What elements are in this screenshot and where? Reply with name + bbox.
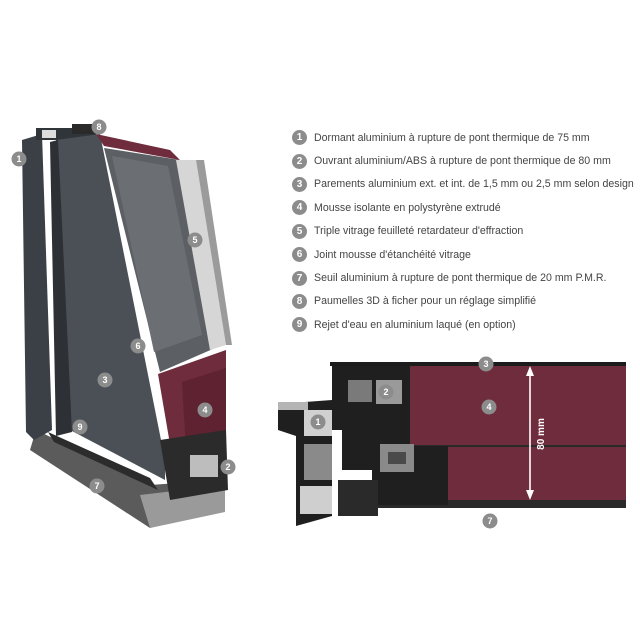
callout-badge	[130, 338, 146, 354]
callout-number: 3	[483, 359, 488, 369]
top-foam	[96, 134, 180, 160]
legend: 1 Dormant aluminium à rupture de pont th…	[292, 126, 634, 337]
legend-item: 8 Paumelles 3D à ficher pour un réglage …	[292, 290, 632, 313]
frame-foot	[338, 480, 378, 516]
callout-number: 2	[383, 387, 388, 397]
frame-lip	[278, 402, 308, 410]
frame-top-highlight	[42, 130, 56, 138]
legend-text: Rejet d'eau en aluminium laqué (en optio…	[314, 318, 516, 331]
hinge	[72, 124, 98, 134]
legend-badge: 6	[292, 247, 307, 263]
callout-badge	[478, 356, 494, 372]
callout-number: 2	[225, 462, 230, 472]
section-bottom-skin	[370, 500, 626, 508]
legend-text: Parements aluminium ext. et int. de 1,5 …	[314, 178, 634, 191]
leaf-edge	[50, 140, 72, 436]
callout-badges: 8 1 5 6 3 4 9 2 7 3 2 4 1 7	[11, 119, 498, 529]
callout-number: 9	[77, 422, 82, 432]
legend-text: Dormant aluminium à rupture de pont ther…	[314, 131, 590, 144]
callout-badge	[11, 151, 27, 167]
section-foam-bottom	[448, 446, 626, 500]
legend-text: Seuil aluminium à rupture de pont thermi…	[314, 272, 607, 285]
profile-chamber-4	[388, 452, 406, 464]
profile-chamber-1	[348, 380, 372, 402]
legend-text: Triple vitrage feuilleté retardateur d'e…	[314, 225, 524, 238]
callout-number: 5	[192, 235, 197, 245]
callout-badge	[187, 232, 203, 248]
callout-badge	[91, 119, 107, 135]
callout-number: 8	[96, 122, 101, 132]
frame-chamber-3	[300, 486, 332, 514]
dimension-arrow-top	[526, 366, 534, 376]
callout-badge	[89, 478, 105, 494]
callout-badge	[72, 419, 88, 435]
legend-badge: 3	[292, 176, 307, 192]
legend-text: Mousse isolante en polystyrène extrudé	[314, 201, 501, 214]
cross-section: 80 mm	[278, 362, 626, 526]
callout-badge	[481, 399, 497, 415]
callout-number: 1	[16, 154, 21, 164]
callout-number: 1	[315, 417, 320, 427]
callout-badge	[220, 459, 236, 475]
dimension-arrow-bottom	[526, 490, 534, 500]
frame-chamber-2	[304, 444, 332, 480]
legend-item: 1 Dormant aluminium à rupture de pont th…	[292, 126, 632, 149]
legend-text: Paumelles 3D à ficher pour un réglage si…	[314, 295, 536, 308]
callout-badge	[197, 402, 213, 418]
dimension-label: 80 mm	[536, 418, 547, 450]
callout-number: 7	[487, 516, 492, 526]
legend-badge: 7	[292, 270, 307, 286]
callout-number: 4	[202, 405, 207, 415]
glazing-edge-2	[196, 160, 232, 345]
legend-item: 4 Mousse isolante en polystyrène extrudé	[292, 196, 632, 219]
callout-badge	[310, 414, 326, 430]
legend-text: Joint mousse d'étanchéité vitrage	[314, 248, 471, 261]
callout-number: 7	[94, 481, 99, 491]
legend-badge: 8	[292, 293, 307, 309]
section-top-skin	[330, 362, 626, 366]
legend-item: 2 Ouvrant aluminium/ABS à rupture de pon…	[292, 149, 632, 172]
callout-number: 3	[102, 375, 107, 385]
legend-badge: 9	[292, 317, 307, 333]
glazing-edge	[176, 160, 226, 350]
frame-post	[22, 134, 52, 440]
legend-item: 5 Triple vitrage feuilleté retardateur d…	[292, 220, 632, 243]
callout-number: 6	[135, 341, 140, 351]
bottom-profile-insert	[190, 455, 218, 477]
legend-item: 7 Seuil aluminium à rupture de pont ther…	[292, 266, 632, 289]
legend-text: Ouvrant aluminium/ABS à rupture de pont …	[314, 155, 611, 168]
legend-badge: 4	[292, 200, 307, 216]
callout-badge	[97, 372, 113, 388]
water-drip	[48, 432, 158, 490]
legend-item: 6 Joint mousse d'étanchéité vitrage	[292, 243, 632, 266]
glazing-pane	[112, 156, 202, 352]
legend-item: 3 Parements aluminium ext. et int. de 1,…	[292, 173, 634, 196]
threshold-profile	[140, 485, 225, 528]
door-leaf-panel	[56, 134, 165, 480]
callout-number: 4	[486, 402, 491, 412]
callout-badge	[482, 513, 498, 529]
section-foam-top	[408, 366, 626, 446]
legend-item: 9 Rejet d'eau en aluminium laqué (en opt…	[292, 313, 632, 336]
legend-badge: 2	[292, 153, 307, 169]
door-cutaway-3d	[22, 124, 232, 528]
callout-badge	[378, 384, 394, 400]
legend-badge: 1	[292, 130, 307, 146]
legend-badge: 5	[292, 223, 307, 239]
